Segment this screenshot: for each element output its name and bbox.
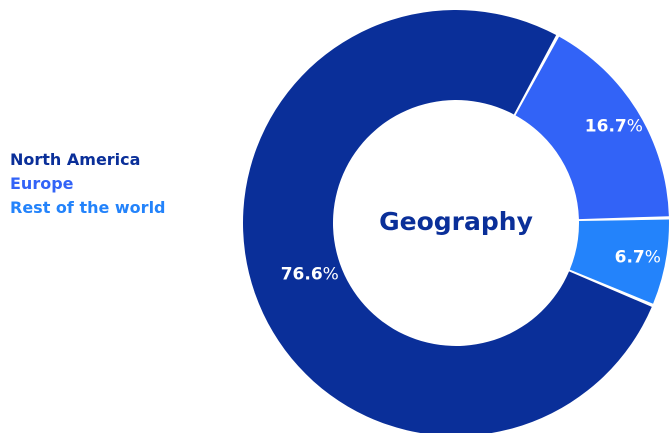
slice-label-rest-of-the-world: 6.7% — [615, 247, 661, 267]
slice-label-north-america: 76.6% — [281, 264, 339, 284]
slice-rest-of-the-world — [569, 219, 669, 304]
slice-north-america — [243, 10, 652, 433]
slice-europe — [515, 36, 669, 220]
donut-slices — [243, 10, 669, 433]
legend-item-europe: Europe — [10, 174, 74, 193]
slice-label-europe: 16.7% — [585, 117, 643, 137]
legend-item-rest-of-the-world: Rest of the world — [10, 198, 166, 217]
chart-title: Geography — [379, 207, 533, 236]
slice-labels: 16.7% 6.7% 76.6% — [281, 117, 661, 285]
legend-item-north-america: North America — [10, 150, 141, 169]
